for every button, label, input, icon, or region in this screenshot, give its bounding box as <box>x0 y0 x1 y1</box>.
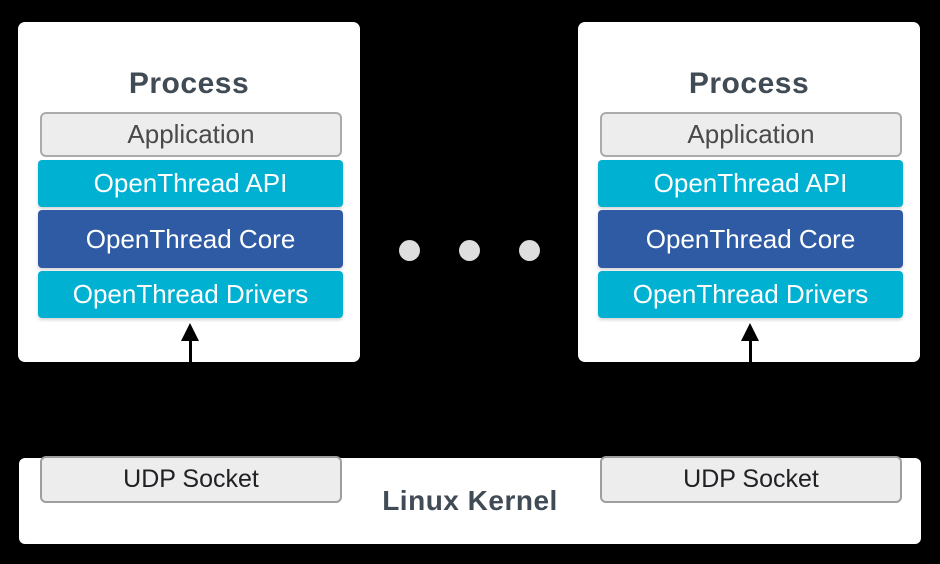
openthread-core-layer: OpenThread Core <box>38 210 343 268</box>
application-layer: Application <box>40 112 342 157</box>
openthread-api-layer: OpenThread API <box>38 160 343 207</box>
process-card-right: Process Application OpenThread API OpenT… <box>578 22 920 362</box>
process-title: Process <box>688 67 810 100</box>
linux-kernel-bar: UDP Socket Linux Kernel UDP Socket <box>19 456 921 544</box>
linux-kernel-label: Linux Kernel <box>382 485 558 516</box>
ellipsis-dot <box>519 240 540 261</box>
openthread-drivers-layer: OpenThread Drivers <box>38 271 343 318</box>
up-arrow-icon <box>741 323 759 362</box>
process-title: Process <box>128 67 250 100</box>
arrow-shaft <box>748 341 752 362</box>
up-arrow-icon <box>181 323 199 362</box>
ellipsis-dots <box>399 240 540 261</box>
arrowhead <box>741 323 759 341</box>
ellipsis-dot <box>459 240 480 261</box>
arrowhead <box>181 323 199 341</box>
application-layer: Application <box>600 112 902 157</box>
udp-socket-right: UDP Socket <box>600 456 902 503</box>
process-card-left: Process Application OpenThread API OpenT… <box>18 22 360 362</box>
openthread-api-layer: OpenThread API <box>598 160 903 207</box>
arrow-shaft <box>188 341 192 362</box>
openthread-core-layer: OpenThread Core <box>598 210 903 268</box>
udp-socket-left: UDP Socket <box>40 456 342 503</box>
ellipsis-dot <box>399 240 420 261</box>
openthread-drivers-layer: OpenThread Drivers <box>598 271 903 318</box>
